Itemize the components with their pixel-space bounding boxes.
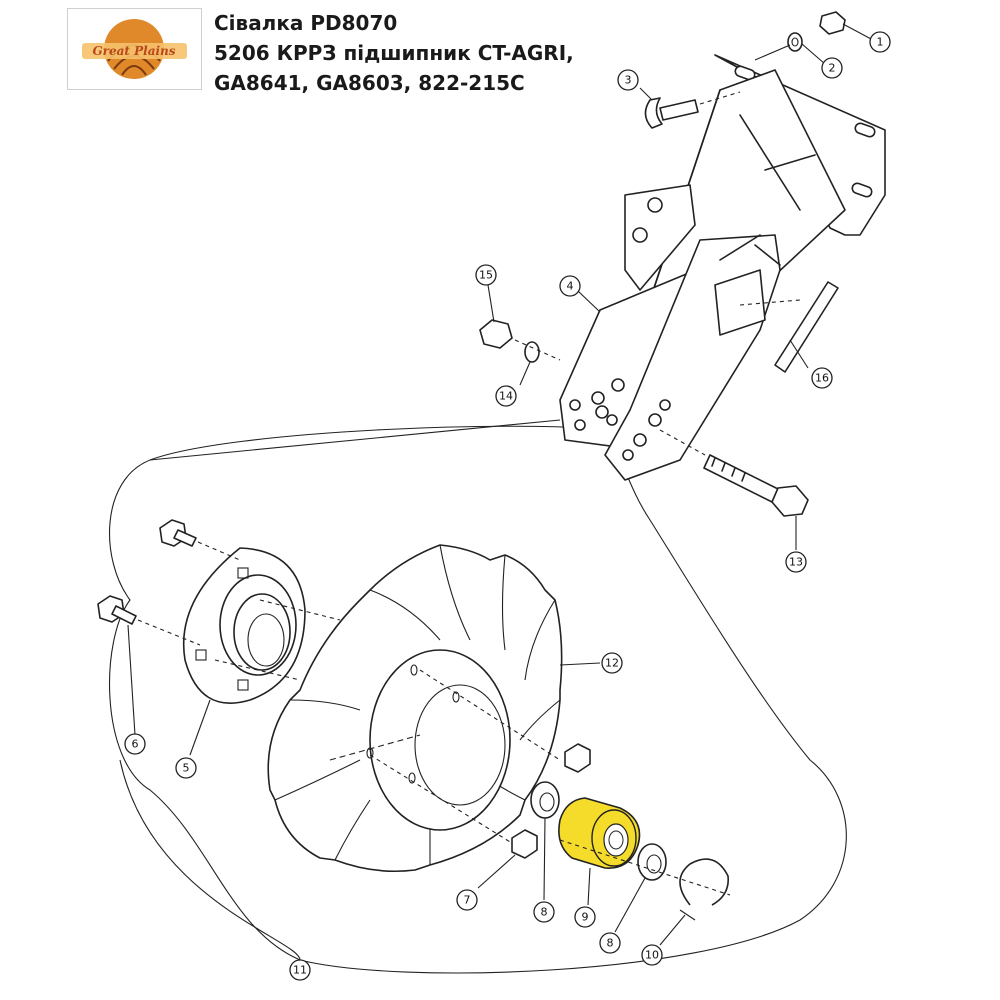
hub-part5 — [182, 547, 341, 704]
svg-text:5: 5 — [183, 762, 190, 775]
callout-6: 6 — [124, 733, 146, 755]
callout-12: 12 — [601, 652, 623, 674]
svg-text:15: 15 — [479, 269, 493, 282]
callout-5: 5 — [175, 757, 197, 779]
carriage-bolt-part3 — [644, 91, 741, 129]
svg-text:11: 11 — [293, 964, 307, 977]
nut-part7-lower — [511, 829, 538, 859]
callout-3: 3 — [617, 69, 639, 91]
callout-8-right: 8 — [599, 932, 621, 954]
logo-text: Great Plains — [92, 44, 175, 58]
nut-part1 — [819, 11, 846, 35]
bracket-frame-part4 — [559, 54, 886, 481]
callout-11: 11 — [289, 959, 311, 981]
nut-part15 — [479, 319, 513, 349]
spoked-disc-part12 — [267, 544, 563, 873]
svg-text:6: 6 — [132, 738, 139, 751]
callout-4: 4 — [559, 275, 581, 297]
detail-leader-line — [149, 419, 561, 461]
bearing-part9-highlighted — [558, 797, 641, 869]
callout-2: 2 — [821, 57, 843, 79]
svg-text:14: 14 — [499, 390, 513, 403]
logo: Great Plains — [67, 8, 202, 90]
svg-text:3: 3 — [625, 74, 632, 87]
callout-10: 10 — [641, 944, 663, 966]
snap-ring-part10 — [679, 858, 729, 906]
svg-text:10: 10 — [645, 949, 659, 962]
svg-text:8: 8 — [607, 937, 614, 950]
callout-8-left: 8 — [533, 901, 555, 923]
pin-part16 — [774, 281, 839, 373]
svg-text:1: 1 — [877, 36, 884, 49]
great-plains-logo-graphic: Great Plains — [82, 19, 187, 79]
callout-7: 7 — [456, 889, 478, 911]
callout-1: 1 — [869, 31, 891, 53]
spacer-washer-part8-right — [637, 843, 667, 881]
callout-leaders — [119, 23, 874, 961]
washer-part2 — [787, 32, 803, 52]
svg-text:4: 4 — [567, 280, 574, 293]
svg-text:2: 2 — [829, 62, 836, 75]
callout-13: 13 — [785, 551, 807, 573]
title-line-3: GA8641, GA8603, 822-215C — [214, 71, 525, 95]
title-line-1: Сівалка PD8070 — [214, 11, 398, 35]
lock-washer-part14 — [524, 341, 540, 363]
svg-text:12: 12 — [605, 657, 619, 670]
svg-text:16: 16 — [815, 372, 829, 385]
title-line-2: 5206 КРРЗ підшипник CT-AGRI, — [214, 41, 574, 65]
svg-text:7: 7 — [464, 894, 471, 907]
hex-bolt-part13 — [659, 429, 809, 517]
callout-9: 9 — [574, 906, 596, 928]
spacer-washer-part8-left — [530, 781, 560, 819]
title-block: Сівалка PD8070 5206 КРРЗ підшипник CT-AG… — [214, 8, 634, 98]
callout-16: 16 — [811, 367, 833, 389]
nut-part7-upper — [564, 743, 591, 773]
svg-text:13: 13 — [789, 556, 803, 569]
bolt-part6-upper — [159, 519, 241, 561]
callout-14: 14 — [495, 385, 517, 407]
svg-text:8: 8 — [541, 906, 548, 919]
bolt-part6-lower — [97, 595, 201, 646]
svg-text:9: 9 — [582, 911, 589, 924]
callout-15: 15 — [475, 264, 497, 286]
